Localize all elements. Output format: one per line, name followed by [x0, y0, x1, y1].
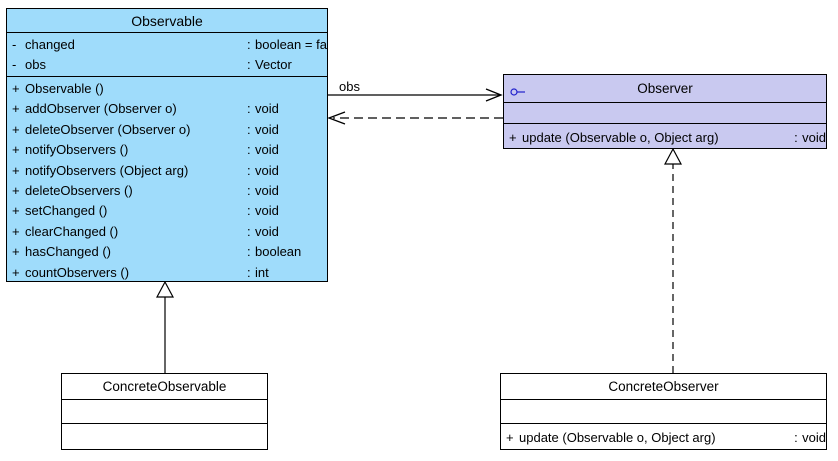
return-type: int — [255, 264, 269, 280]
type-separator: : — [794, 430, 798, 445]
type-separator: : — [247, 101, 251, 117]
type-separator: : — [247, 223, 251, 239]
class-box-concrete-observable[interactable]: ConcreteObservable — [61, 373, 268, 450]
return-type: void — [255, 121, 279, 137]
visibility-marker: + — [12, 244, 20, 260]
return-type: void — [255, 223, 279, 239]
operation-row: + deleteObservers () : void — [7, 181, 327, 201]
attribute-row: - obs : Vector — [7, 55, 327, 75]
return-type: void — [255, 101, 279, 117]
class-title-observer: Observer — [637, 80, 693, 96]
type-separator: : — [247, 203, 251, 219]
operations-compartment-concrete-observer: + update (Observable o, Object arg) : vo… — [501, 424, 826, 449]
operations-compartment-observable: + Observable () + addObserver (Observer … — [7, 77, 327, 281]
operations-compartment-observer: + update (Observable o, Object arg) : vo… — [504, 124, 826, 148]
operation-signature: update (Observable o, Object arg) — [519, 430, 716, 445]
visibility-marker: + — [12, 81, 20, 96]
operation-row: + addObserver (Observer o) : void — [7, 99, 327, 119]
operation-row: + setChanged () : void — [7, 201, 327, 221]
operation-signature: countObservers () — [25, 264, 130, 280]
type-separator: : — [794, 130, 798, 145]
attribute-signature: obs — [25, 57, 46, 73]
operation-signature: notifyObservers () — [25, 142, 129, 158]
operation-row: + update (Observable o, Object arg) : vo… — [504, 126, 826, 148]
class-title-concrete-observable: ConcreteObservable — [102, 378, 227, 394]
visibility-marker: + — [12, 223, 20, 239]
visibility-marker: + — [506, 430, 514, 445]
type-separator: : — [247, 142, 251, 158]
return-type: boolean — [255, 244, 302, 260]
attribute-type: Vector — [255, 57, 292, 73]
visibility-marker: - — [12, 57, 17, 73]
visibility-marker: + — [12, 264, 20, 280]
operation-signature: notifyObservers (Object arg) — [25, 162, 189, 178]
association-role-label-obs: obs — [339, 79, 360, 94]
class-title-concrete-observer: ConcreteObserver — [608, 378, 719, 394]
class-title-observable: Observable — [131, 12, 203, 29]
return-type: void — [255, 183, 279, 199]
class-name-compartment-observer: Observer — [504, 75, 826, 103]
attribute-row: - changed : boolean = false — [7, 35, 327, 55]
operation-row: + update (Observable o, Object arg) : vo… — [501, 426, 826, 449]
type-separator: : — [247, 57, 251, 73]
return-type: void — [255, 142, 279, 158]
operation-signature: Observable () — [25, 81, 104, 96]
operation-row: + notifyObservers () : void — [7, 140, 327, 160]
type-separator: : — [247, 121, 251, 137]
operation-row: + clearChanged () : void — [7, 222, 327, 242]
class-name-compartment-concrete-observer: ConcreteObserver — [501, 374, 826, 400]
return-type: void — [802, 430, 826, 445]
type-separator: : — [247, 183, 251, 199]
operation-row: + notifyObservers (Object arg) : void — [7, 161, 327, 181]
attributes-compartment-concrete-observer — [501, 400, 826, 424]
class-box-observable[interactable]: Observable - changed : boolean = false -… — [6, 8, 328, 282]
return-type: void — [802, 130, 826, 145]
operation-signature: hasChanged () — [25, 244, 111, 260]
attributes-compartment-observable: - changed : boolean = false - obs : Vect… — [7, 33, 327, 77]
visibility-marker: + — [12, 183, 20, 199]
visibility-marker: + — [12, 121, 20, 137]
operation-signature: deleteObservers () — [25, 183, 133, 199]
operations-compartment-concrete-observable — [62, 424, 267, 449]
visibility-marker: + — [12, 101, 20, 117]
visibility-marker: + — [12, 162, 20, 178]
operation-signature: deleteObserver (Observer o) — [25, 121, 191, 137]
visibility-marker: + — [12, 142, 20, 158]
dependency-update-line — [327, 111, 503, 125]
operation-row: + Observable () — [7, 79, 327, 99]
return-type: void — [255, 162, 279, 178]
type-separator: : — [247, 37, 251, 52]
visibility-marker: + — [509, 130, 517, 145]
visibility-marker: - — [12, 37, 17, 52]
class-box-observer[interactable]: Observer + update (Observable o, Object … — [503, 74, 827, 149]
attributes-compartment-concrete-observable — [62, 400, 267, 424]
realization-concrete-observer-line — [664, 147, 682, 373]
visibility-marker: + — [12, 203, 20, 219]
type-separator: : — [247, 264, 251, 280]
attributes-compartment-observer — [504, 103, 826, 124]
class-box-concrete-observer[interactable]: ConcreteObserver + update (Observable o,… — [500, 373, 827, 450]
interface-lollipop-icon — [510, 84, 526, 96]
class-name-compartment-concrete-observable: ConcreteObservable — [62, 374, 267, 400]
attribute-type: boolean = false — [255, 37, 327, 52]
operation-row: + hasChanged () : boolean — [7, 242, 327, 262]
attribute-signature: changed — [25, 37, 75, 52]
operation-signature: clearChanged () — [25, 223, 119, 239]
operation-signature: addObserver (Observer o) — [25, 101, 177, 117]
generalization-concrete-observable-line — [156, 280, 174, 373]
class-name-compartment-observable: Observable — [7, 9, 327, 33]
type-separator: : — [247, 162, 251, 178]
type-separator: : — [247, 244, 251, 260]
operation-signature: setChanged () — [25, 203, 108, 219]
return-type: void — [255, 203, 279, 219]
operation-row: + deleteObserver (Observer o) : void — [7, 120, 327, 140]
operation-row: + countObservers () : int — [7, 263, 327, 281]
operation-signature: update (Observable o, Object arg) — [522, 130, 719, 145]
